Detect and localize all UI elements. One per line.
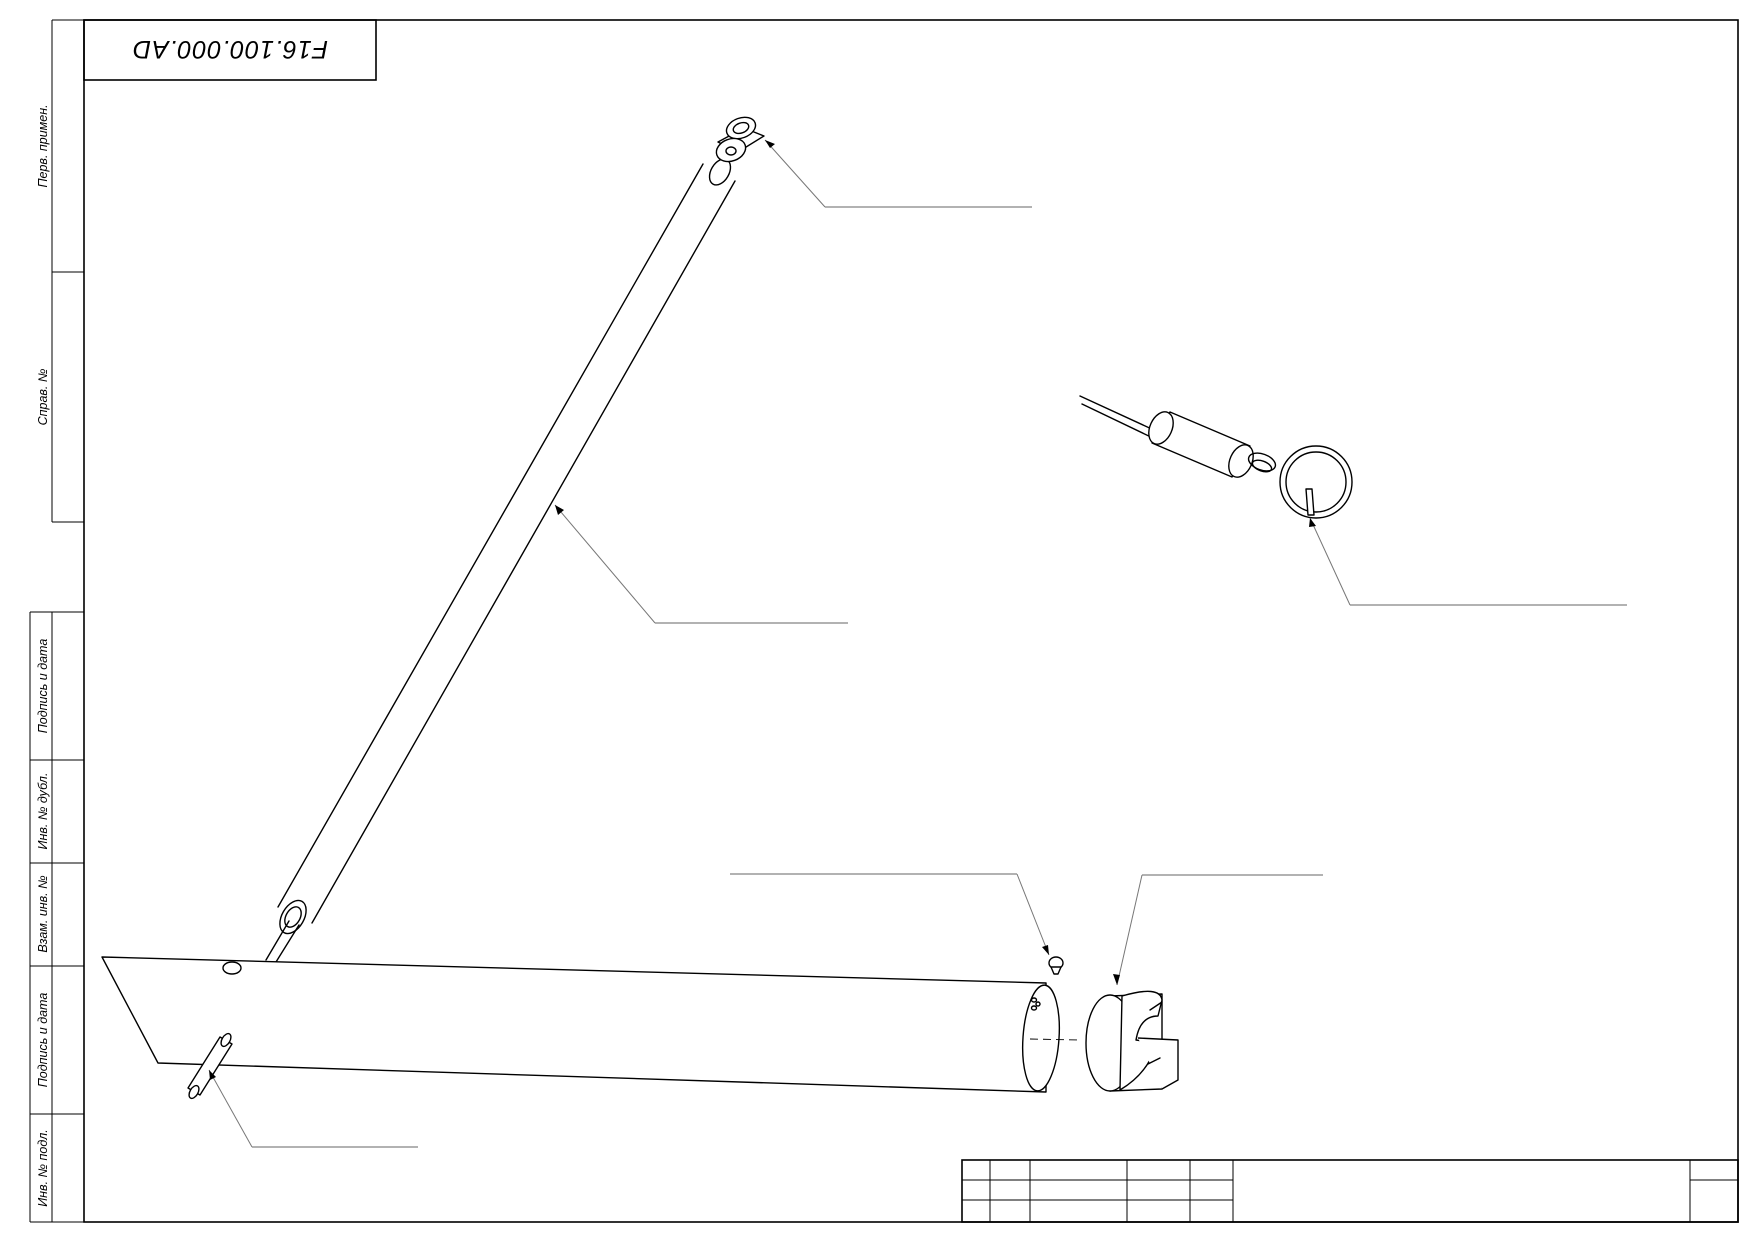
side-stamp-field: Подпись и дата [36, 639, 50, 734]
cross-pin [187, 1032, 233, 1100]
main-tube [101, 956, 1081, 1093]
side-stamp: Перв. примен. Справ. № Подпись и дата Ин… [29, 19, 85, 1223]
lanyard-assembly [1079, 395, 1353, 519]
document-code-label: F16.100.000.AD [132, 35, 328, 63]
side-stamp-field: Инв. № дубл. [36, 773, 50, 850]
document-code-box: F16.100.000.AD [83, 19, 377, 81]
rivet [1048, 956, 1064, 975]
side-stamp-field: Взам. инв. № [36, 875, 50, 953]
side-stamp-field: Инв. № подл. [36, 1129, 50, 1207]
title-block [961, 1159, 1739, 1223]
end-cap [715, 116, 765, 163]
side-stamp-field: Подпись и дата [36, 993, 50, 1088]
side-stamp-field: Перв. примен. [36, 104, 50, 187]
side-stamp-field: Справ. № [36, 368, 50, 425]
c-clamp [1085, 990, 1179, 1092]
long-rod [265, 158, 736, 963]
leader-lines [208, 139, 1627, 1148]
